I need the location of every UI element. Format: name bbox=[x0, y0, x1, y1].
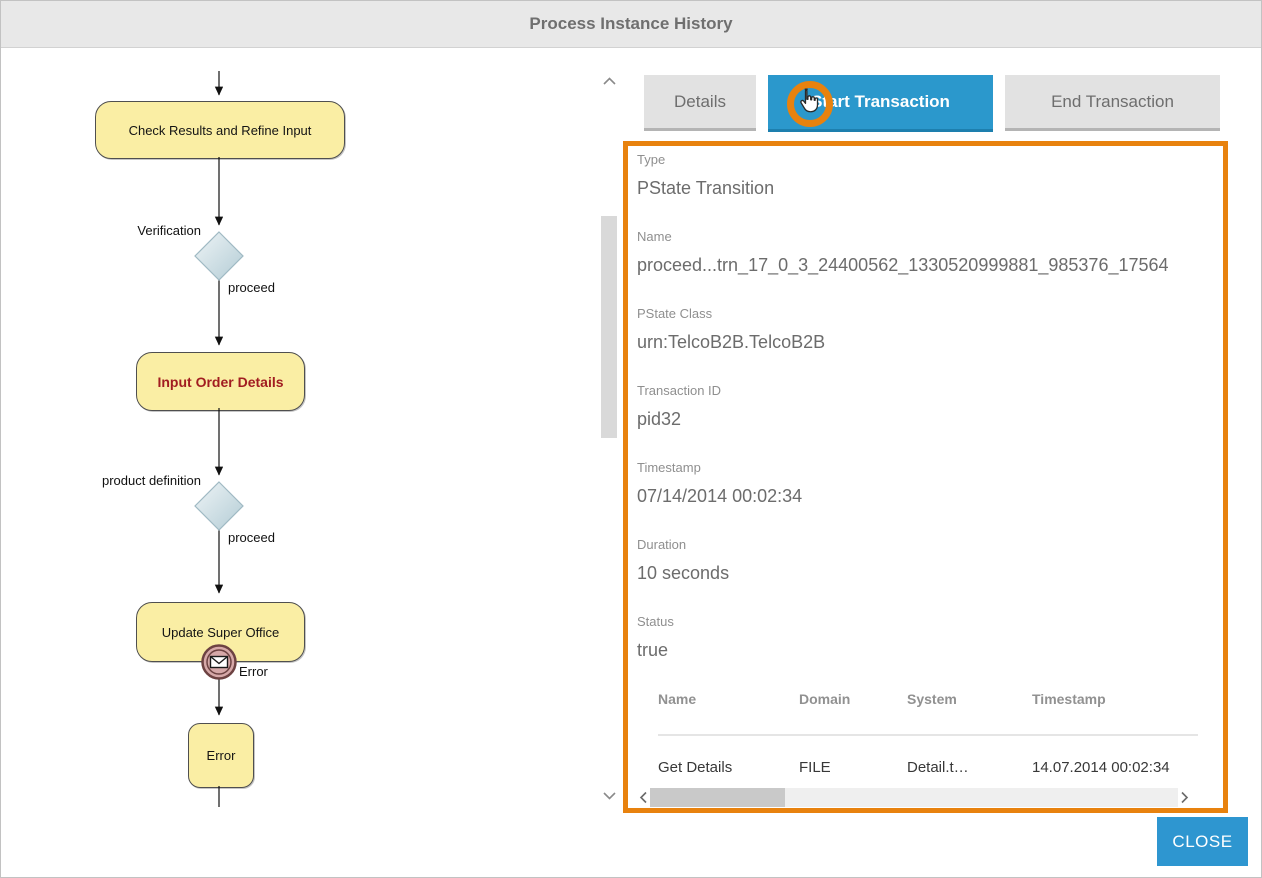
table-row[interactable]: Get Details FILE Detail.t… 14.07.2014 00… bbox=[658, 759, 1198, 776]
field-label: Duration bbox=[637, 537, 687, 552]
flow-node-input-order-details[interactable]: Input Order Details bbox=[136, 352, 305, 411]
field-list: Type PState Transition Name proceed...tr… bbox=[628, 146, 1223, 662]
dialog-titlebar: Process Instance History bbox=[1, 1, 1261, 48]
table-header-row: Name Domain System Timestamp bbox=[658, 691, 1198, 709]
column-header-domain: Domain bbox=[799, 691, 851, 707]
hand-cursor-icon bbox=[800, 88, 819, 113]
table-divider bbox=[658, 734, 1198, 736]
edge-label-proceed: proceed bbox=[228, 530, 275, 545]
field-timestamp: Timestamp 07/14/2014 00:02:34 bbox=[637, 460, 1223, 508]
flow-node-error[interactable]: Error bbox=[188, 723, 254, 788]
gateway-verification[interactable] bbox=[194, 231, 244, 281]
field-value: true bbox=[637, 640, 669, 660]
field-value: 07/14/2014 00:02:34 bbox=[637, 486, 803, 506]
column-header-name: Name bbox=[658, 691, 697, 707]
tab-end-transaction[interactable]: End Transaction bbox=[1005, 75, 1220, 131]
field-label: Transaction ID bbox=[637, 383, 722, 398]
flow-node-label: Check Results and Refine Input bbox=[128, 122, 312, 138]
flow-node-label: Update Super Office bbox=[161, 624, 280, 640]
tab-label: Start Transaction bbox=[811, 92, 950, 111]
scroll-down-icon[interactable] bbox=[603, 787, 616, 805]
right-pane-vertical-scrollbar[interactable] bbox=[600, 69, 619, 809]
edge-label-proceed: proceed bbox=[228, 280, 275, 295]
field-label: PState Class bbox=[637, 306, 713, 321]
horizontal-scrollbar-thumb[interactable] bbox=[650, 788, 785, 807]
click-highlight-ring bbox=[787, 81, 833, 127]
cell-system: Detail.t… bbox=[907, 759, 969, 776]
field-label: Name bbox=[637, 229, 672, 244]
field-label: Type bbox=[637, 152, 666, 167]
field-label: Status bbox=[637, 614, 674, 629]
field-value: urn:TelcoB2B.TelcoB2B bbox=[637, 332, 826, 352]
flow-node-label: Error bbox=[206, 748, 236, 763]
gateway-label-verification: Verification bbox=[137, 223, 201, 238]
field-value: PState Transition bbox=[637, 178, 775, 198]
cell-timestamp: 14.07.2014 00:02:34 bbox=[1032, 759, 1170, 776]
tab-label: End Transaction bbox=[1051, 91, 1174, 111]
close-button[interactable]: CLOSE bbox=[1157, 817, 1248, 866]
field-pstate-class: PState Class urn:TelcoB2B.TelcoB2B bbox=[637, 306, 1223, 354]
tab-label: Details bbox=[674, 91, 726, 111]
scroll-up-icon[interactable] bbox=[603, 73, 616, 91]
flow-node-update-super-office[interactable]: Update Super Office bbox=[136, 602, 305, 662]
vertical-scrollbar-thumb[interactable] bbox=[601, 216, 617, 438]
scroll-right-icon[interactable] bbox=[1178, 788, 1191, 807]
horizontal-scrollbar-track[interactable] bbox=[650, 788, 1178, 807]
column-header-system: System bbox=[907, 691, 957, 707]
cell-name: Get Details bbox=[658, 759, 733, 776]
field-value: proceed...trn_17_0_3_24400562_1330520999… bbox=[637, 255, 1169, 275]
field-label: Timestamp bbox=[637, 460, 701, 475]
close-button-label: CLOSE bbox=[1172, 831, 1233, 851]
cell-domain: FILE bbox=[799, 759, 831, 776]
flow-node-check-results[interactable]: Check Results and Refine Input bbox=[95, 101, 345, 159]
tab-details[interactable]: Details bbox=[644, 75, 756, 131]
dialog-title: Process Instance History bbox=[529, 14, 733, 33]
column-header-timestamp: Timestamp bbox=[1032, 691, 1106, 707]
flow-node-label: Input Order Details bbox=[157, 373, 284, 390]
table-horizontal-scrollbar[interactable] bbox=[637, 788, 1191, 807]
field-value: 10 seconds bbox=[637, 563, 730, 583]
field-duration: Duration 10 seconds bbox=[637, 537, 1223, 585]
scroll-left-icon[interactable] bbox=[637, 788, 650, 807]
field-value: pid32 bbox=[637, 409, 682, 429]
field-type: Type PState Transition bbox=[637, 152, 1223, 200]
field-transaction-id: Transaction ID pid32 bbox=[637, 383, 1223, 431]
gateway-label-product-definition: product definition bbox=[101, 473, 201, 488]
gateway-product-definition[interactable] bbox=[194, 481, 244, 531]
field-status: Status true bbox=[637, 614, 1223, 662]
transaction-details-panel: Type PState Transition Name proceed...tr… bbox=[623, 141, 1228, 813]
transaction-steps-table: Name Domain System Timestamp Get Details… bbox=[628, 691, 1223, 776]
boundary-event-label-error: Error bbox=[239, 664, 268, 679]
field-name: Name proceed...trn_17_0_3_24400562_13305… bbox=[637, 229, 1223, 277]
